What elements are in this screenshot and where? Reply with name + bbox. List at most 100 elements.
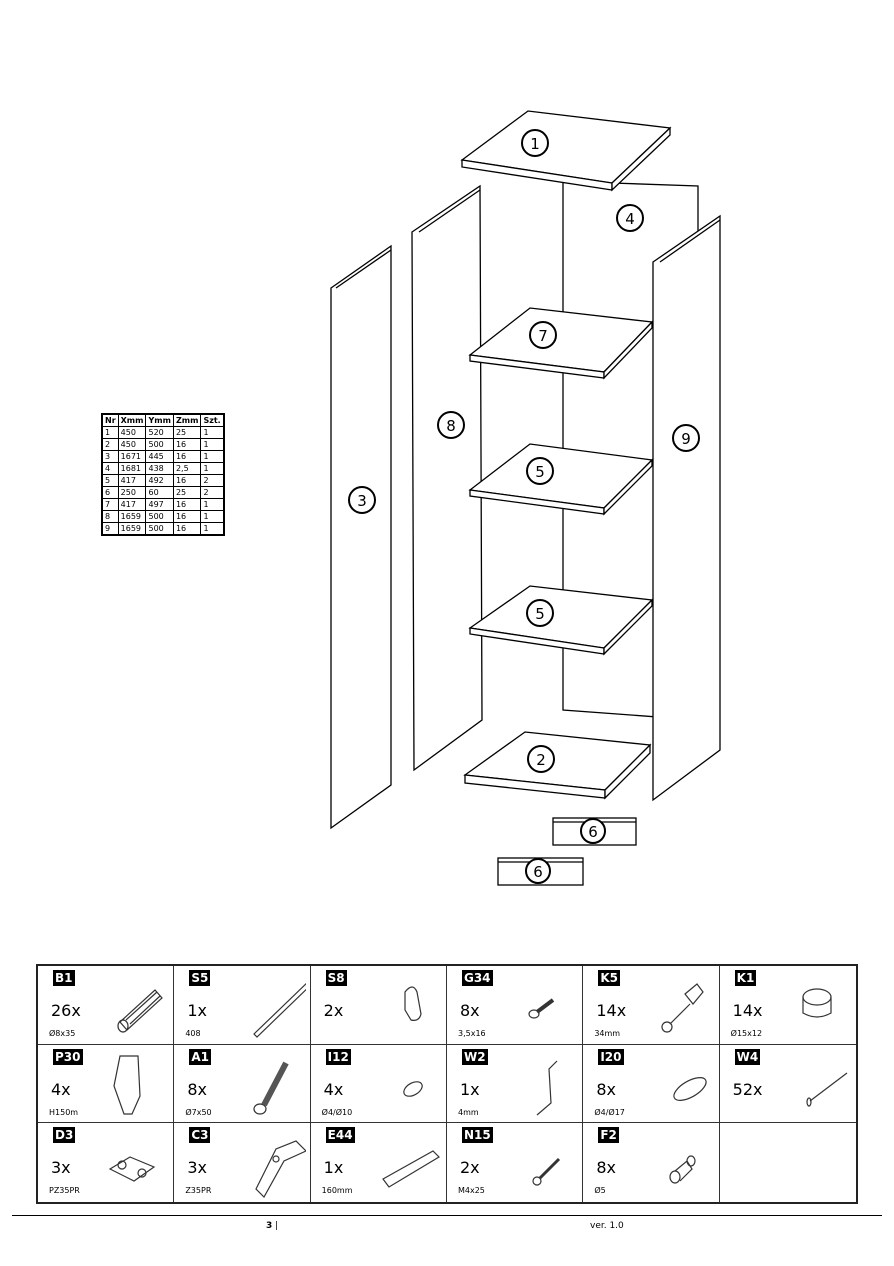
table-header: Xmm <box>117 413 147 427</box>
hardware-code: S8 <box>325 970 347 986</box>
hardware-quantity: 8x <box>459 1001 480 1020</box>
confirmat-screw-icon <box>253 1061 289 1115</box>
hardware-code: W4 <box>734 1048 761 1065</box>
hardware-code: K1 <box>734 970 757 986</box>
footer-divider <box>12 1215 882 1216</box>
table-cell: 450 <box>117 438 147 451</box>
table-cell: 5 <box>101 474 119 487</box>
hardware-code: B1 <box>53 970 75 986</box>
table-cell: 497 <box>145 498 174 511</box>
table-cell: 2 <box>101 438 119 451</box>
panel-9-right-side <box>652 214 721 802</box>
table-cell: 500 <box>145 438 174 451</box>
table-cell: 1 <box>200 510 225 523</box>
table-cell: 60 <box>145 486 174 499</box>
table-cell: 2 <box>200 474 225 487</box>
version-label: ver. 1.0 <box>590 1221 624 1231</box>
hardware-quantity: 2x <box>323 1001 344 1020</box>
hardware-code: F2 <box>598 1127 619 1144</box>
table-cell: 9 <box>101 522 119 536</box>
table-cell: 1 <box>200 450 225 463</box>
hardware-item-w4: W4 52x <box>719 1045 856 1124</box>
panel-5-shelf <box>468 443 654 516</box>
hardware-size: Ø8x35 <box>49 1029 76 1038</box>
table-cell: 1 <box>200 462 225 475</box>
hardware-quantity: 4x <box>51 1079 71 1099</box>
exploded-assembly-diagram: 1 4 7 8 3 9 5 5 2 6 6 <box>330 110 721 886</box>
hardware-quantity: 1x <box>459 1079 480 1099</box>
hardware-code: D3 <box>53 1127 76 1144</box>
page-number-value: 3 <box>266 1221 273 1231</box>
hardware-code: C3 <box>189 1127 211 1144</box>
panel-5-shelf-2 <box>468 585 654 656</box>
hardware-quantity: 1x <box>187 1001 207 1020</box>
hardware-code: G34 <box>461 970 493 986</box>
table-cell: 520 <box>145 426 174 439</box>
table-cell: 3 <box>101 450 119 463</box>
part-label: 8 <box>446 417 456 435</box>
hardware-quantity: 8x <box>596 1079 616 1099</box>
table-cell: 450 <box>117 426 147 439</box>
part-label: 3 <box>357 492 367 510</box>
hardware-quantity: 14x <box>732 1001 763 1020</box>
hardware-size: Ø4/Ø10 <box>321 1107 353 1117</box>
page-separator: | <box>272 1221 279 1231</box>
table-header: Ymm <box>145 413 174 427</box>
dowel-icon <box>117 989 163 1033</box>
part-label: 6 <box>588 823 598 841</box>
table-cell: 445 <box>145 450 174 463</box>
nail-icon <box>806 1072 848 1107</box>
table-cell: 500 <box>145 510 174 523</box>
table-cell: 16 <box>172 522 202 536</box>
table-cell: 16 <box>172 498 202 511</box>
bolt-icon <box>532 1158 561 1186</box>
hardware-code: K5 <box>598 970 620 986</box>
panel-1-top <box>460 110 672 192</box>
hardware-code: A1 <box>189 1048 211 1065</box>
table-cell: 1 <box>200 426 225 439</box>
hardware-quantity: 14x <box>596 1001 627 1020</box>
part-label: 4 <box>625 210 635 228</box>
hardware-size: PZ35PR <box>49 1186 80 1196</box>
panel-8-left-side <box>411 184 483 772</box>
part-label: 5 <box>535 605 545 623</box>
table-cell: 1681 <box>117 462 147 475</box>
table-header: Zmm <box>172 413 202 427</box>
hardware-size: Ø7x50 <box>185 1107 212 1117</box>
panel-7-shelf <box>468 307 654 380</box>
hardware-item-empty <box>720 1123 856 1202</box>
hardware-code: W2 <box>461 1048 488 1065</box>
part-label: 7 <box>538 327 548 345</box>
hardware-code: P30 <box>53 1048 83 1065</box>
hardware-size: Ø4/Ø17 <box>594 1107 625 1117</box>
hardware-size: 408 <box>185 1029 201 1038</box>
hardware-size: 4mm <box>457 1107 479 1117</box>
part-label: 9 <box>681 430 691 448</box>
hardware-quantity: 52x <box>732 1079 763 1099</box>
table-cell: 438 <box>145 462 174 475</box>
hardware-size: Ø5 <box>594 1186 606 1196</box>
cam-lock-icon <box>802 988 832 1018</box>
table-cell: 1 <box>101 426 119 439</box>
screw-icon <box>528 998 555 1019</box>
